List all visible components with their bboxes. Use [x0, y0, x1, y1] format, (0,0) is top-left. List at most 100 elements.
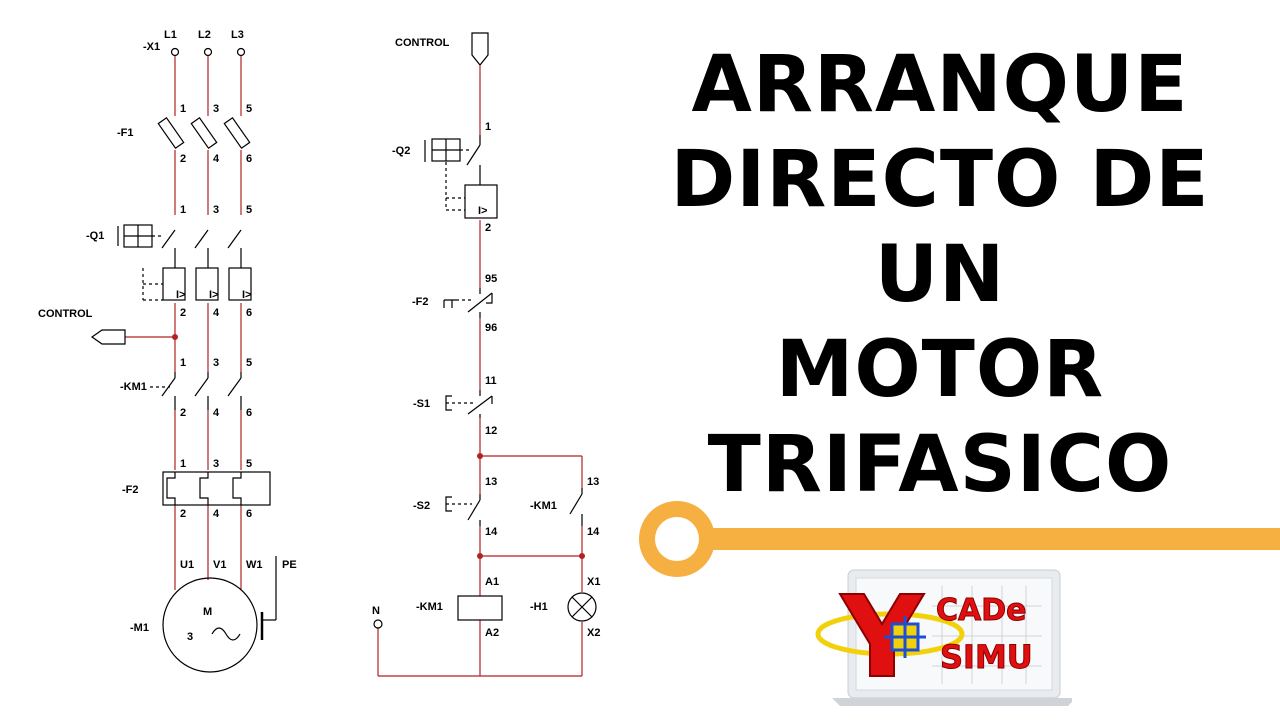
- power-wires: [125, 56, 242, 590]
- f2-contact-tag: -F2: [412, 296, 429, 308]
- lamp-tag: -H1: [530, 601, 548, 613]
- overload-term: 3: [213, 458, 219, 470]
- motor-term-w1: W1: [246, 559, 263, 571]
- coil-symbol: [457, 595, 503, 621]
- phase-l3-label: L3: [231, 29, 244, 41]
- q2-term: 2: [485, 222, 491, 234]
- lamp-icon: [567, 592, 597, 622]
- phase-l1-label: L1: [164, 29, 177, 41]
- logo-line-1: CADe: [936, 593, 1026, 628]
- breaker-term: 4: [213, 307, 220, 319]
- coil-term: A1: [485, 576, 499, 588]
- coil-tag: -KM1: [416, 601, 443, 613]
- accent-decoration: [639, 501, 1280, 577]
- control-circuit: CONTROL 1 -Q2: [372, 32, 600, 677]
- terminal-l2: [203, 47, 213, 57]
- motor-phases: 3: [187, 631, 193, 643]
- neutral-terminal: [373, 619, 383, 629]
- contactor-term: 4: [213, 407, 220, 419]
- q2-tag: -Q2: [392, 145, 410, 157]
- title-line-3: MOTOR: [775, 325, 1105, 415]
- title-line-1: ARRANQUE: [691, 40, 1189, 130]
- breaker-term: 5: [246, 204, 252, 216]
- hold-contact-symbol: [569, 488, 583, 526]
- phase-l2-label: L2: [198, 29, 211, 41]
- svg-text:I>: I>: [242, 289, 251, 301]
- overload-term: 1: [180, 458, 186, 470]
- control-source-label: CONTROL: [395, 37, 450, 49]
- power-circuit: L1 L2 L3 -X1 -F1 1 3 5 2 4 6 1: [38, 29, 297, 673]
- q2-term: 1: [485, 121, 491, 133]
- s2-term: 14: [485, 526, 498, 538]
- schematic: L1 L2 L3 -X1 -F1 1 3 5 2 4 6 1: [38, 29, 600, 677]
- svg-text:I>: I>: [176, 289, 185, 301]
- q2-symbol: I>: [424, 135, 498, 219]
- s2-term: 13: [485, 476, 497, 488]
- lamp-term: X1: [587, 576, 600, 588]
- breaker-symbol: I> I> I>: [117, 224, 252, 301]
- fuse-symbols: [157, 117, 251, 149]
- svg-text:I>: I>: [478, 205, 487, 217]
- breaker-term: 2: [180, 307, 186, 319]
- s1-term: 11: [485, 375, 497, 387]
- ac-icon: [211, 627, 241, 641]
- contactor-term: 5: [246, 357, 252, 369]
- overload-term: 6: [246, 508, 252, 520]
- breaker-term: 1: [180, 204, 186, 216]
- control-tap-arrow: [90, 329, 126, 345]
- logo-line-2: SIMU: [940, 638, 1033, 676]
- fuse-term: 1: [180, 103, 186, 115]
- y-emblem: [838, 593, 926, 677]
- junction-dot: [172, 334, 178, 340]
- breaker-tag: -Q1: [86, 230, 104, 242]
- f2-term: 95: [485, 273, 497, 285]
- motor-letter: M: [203, 606, 212, 618]
- supply-tag: -X1: [143, 41, 160, 53]
- s2-tag: -S2: [413, 500, 430, 512]
- overload-term: 5: [246, 458, 252, 470]
- terminal-l3: [236, 47, 246, 57]
- overload-term: 4: [213, 508, 220, 520]
- contactor-term: 3: [213, 357, 219, 369]
- title-line-4: TRIFASICO: [707, 420, 1173, 510]
- contactor-tag: -KM1: [120, 381, 147, 393]
- start-button-symbol: [445, 494, 481, 526]
- motor-tag: -M1: [130, 622, 149, 634]
- overload-term: 2: [180, 508, 186, 520]
- coil-term: A2: [485, 627, 499, 639]
- km1-hold-tag: -KM1: [530, 500, 557, 512]
- contactor-term: 2: [180, 407, 186, 419]
- fuse-term: 6: [246, 153, 252, 165]
- title-line-2: DIRECTO DE UN: [670, 135, 1210, 320]
- motor-term-v1: V1: [213, 559, 226, 571]
- lamp-term: X2: [587, 627, 600, 639]
- km1-hold-term: 14: [587, 526, 600, 538]
- breaker-term: 6: [246, 307, 252, 319]
- contactor-term: 6: [246, 407, 252, 419]
- accent-bar: [688, 528, 1280, 550]
- breaker-term: 3: [213, 204, 219, 216]
- title-block: ARRANQUE DIRECTO DE UN MOTOR TRIFASICO: [600, 38, 1280, 513]
- fuse-term: 3: [213, 103, 219, 115]
- motor-term-pe: PE: [282, 559, 297, 571]
- s1-term: 12: [485, 425, 497, 437]
- control-tap-label: CONTROL: [38, 308, 93, 320]
- overload-tag: -F2: [122, 484, 139, 496]
- fuse-term: 4: [213, 153, 220, 165]
- contactor-term: 1: [180, 357, 186, 369]
- overload-symbol: [162, 471, 271, 506]
- f2-contact-symbol: [443, 288, 493, 318]
- cade-simu-logo: CADe SIMU: [815, 569, 1072, 706]
- fuse-term: 2: [180, 153, 186, 165]
- terminal-l1: [170, 47, 180, 57]
- contactor-symbol: [150, 372, 242, 410]
- fuse-term: 5: [246, 103, 252, 115]
- motor-term-u1: U1: [180, 559, 194, 571]
- control-source-arrow: [471, 32, 489, 66]
- km1-hold-term: 13: [587, 476, 599, 488]
- s1-tag: -S1: [413, 398, 430, 410]
- svg-text:I>: I>: [209, 289, 218, 301]
- f2-term: 96: [485, 322, 497, 334]
- neutral-label: N: [372, 605, 380, 617]
- fuse-tag: -F1: [117, 127, 134, 139]
